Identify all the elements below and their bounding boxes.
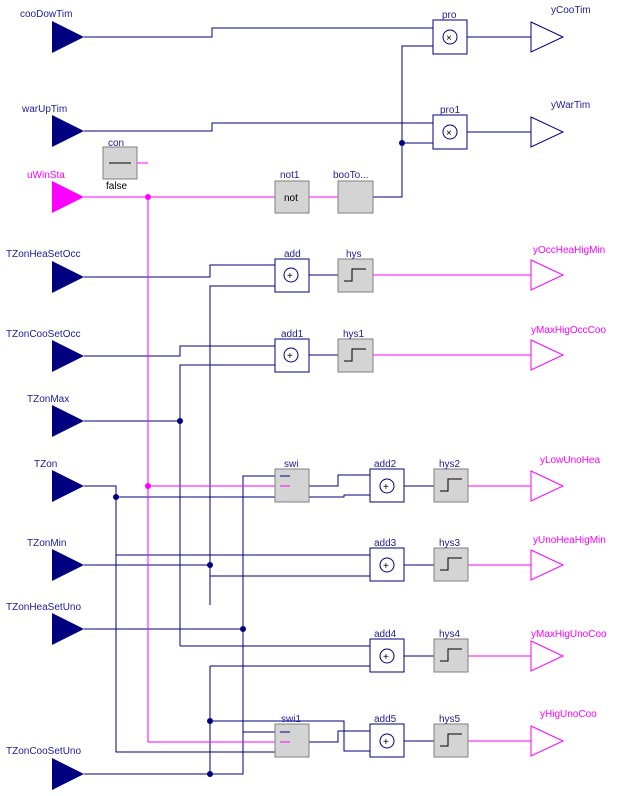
output-yOccHeaHigMin-label: yOccHeaHigMin xyxy=(533,245,605,256)
switch-block-swi1[interactable]: swi1 xyxy=(274,714,310,758)
input-uWinSta[interactable] xyxy=(52,181,84,213)
con-label: con xyxy=(108,138,124,149)
input-TZonHeaSetOcc-label: TZonHeaSetOcc xyxy=(6,249,80,260)
output-yCooTim-label: yCooTim xyxy=(551,5,591,16)
input-TZonMin[interactable] xyxy=(52,549,84,581)
svg-text:+: + xyxy=(383,737,389,748)
svg-text:×: × xyxy=(446,33,452,44)
hysteresis-block-hys1[interactable]: hys1 xyxy=(337,329,374,373)
add4-label: add4 xyxy=(374,629,397,640)
output-yMaxHigOccCoo-label: yMaxHigOccCoo xyxy=(531,325,606,336)
hys-label: hys xyxy=(346,249,362,260)
hysteresis-block-hys4[interactable]: hys4 xyxy=(433,629,469,673)
input-warUpTim-label: warUpTim xyxy=(21,104,67,115)
output-yMaxHigUnoCoo[interactable] xyxy=(530,640,565,672)
switch-block-swi[interactable]: swi xyxy=(274,459,310,503)
not1-text: not xyxy=(284,193,298,204)
add-block-add5[interactable]: + add5 xyxy=(369,714,405,758)
product-block-pro[interactable]: × pro xyxy=(432,10,468,55)
hys3-label: hys3 xyxy=(439,538,461,549)
hys1-label: hys1 xyxy=(343,329,365,340)
booTo-label: booTo... xyxy=(333,170,369,181)
hys4-label: hys4 xyxy=(439,629,461,640)
add3-label: add3 xyxy=(374,538,397,549)
add-block-add4[interactable]: + add4 xyxy=(369,629,405,673)
svg-text:+: + xyxy=(383,482,389,493)
add-block-add[interactable]: + add xyxy=(274,249,310,293)
svg-text:+: + xyxy=(287,351,293,362)
junction-dots xyxy=(113,140,405,777)
constant-block-con[interactable]: con false xyxy=(102,138,138,192)
svg-text:+: + xyxy=(383,561,389,572)
input-TZonCooSetUno[interactable] xyxy=(52,758,84,790)
hys5-label: hys5 xyxy=(439,714,461,725)
add1-label: add1 xyxy=(281,329,304,340)
input-TZonMin-label: TZonMin xyxy=(27,538,66,549)
output-yHigUnoCoo-label: yHigUnoCoo xyxy=(540,709,597,720)
input-cooDowTim[interactable] xyxy=(52,21,84,53)
add2-label: add2 xyxy=(374,459,397,470)
input-TZonHeaSetOcc[interactable] xyxy=(52,261,84,293)
product-block-pro1[interactable]: × pro1 xyxy=(432,105,468,150)
input-cooDowTim-label: cooDowTim xyxy=(20,9,72,20)
input-TZonCooSetUno-label: TZonCooSetUno xyxy=(6,746,81,757)
input-TZonMax[interactable] xyxy=(52,405,84,437)
pro-label: pro xyxy=(442,10,457,21)
input-TZonCooSetOcc[interactable] xyxy=(52,340,84,372)
output-yLowUnoHea-label: yLowUnoHea xyxy=(540,455,600,466)
hysteresis-block-hys3[interactable]: hys3 xyxy=(433,538,469,582)
output-yWarTim[interactable] xyxy=(530,116,565,148)
con-value: false xyxy=(106,181,128,192)
input-connectors: cooDowTim warUpTim uWinSta TZonHeaSetOcc… xyxy=(6,9,84,790)
output-yUnoHeaHigMin[interactable] xyxy=(530,549,565,581)
input-TZonHeaSetUno-label: TZonHeaSetUno xyxy=(6,602,81,613)
svg-text:+: + xyxy=(287,271,293,282)
output-yMaxHigOccCoo[interactable] xyxy=(530,339,565,371)
input-warUpTim[interactable] xyxy=(52,115,84,147)
boolean-to-real-block[interactable]: booTo... xyxy=(333,170,374,214)
hysteresis-block-hys2[interactable]: hys2 xyxy=(433,459,469,503)
output-yHigUnoCoo[interactable] xyxy=(530,725,565,757)
add-block-add2[interactable]: + add2 xyxy=(369,459,405,503)
output-yOccHeaHigMin[interactable] xyxy=(530,259,565,291)
add-block-add3[interactable]: + add3 xyxy=(369,538,405,582)
svg-text:×: × xyxy=(446,128,452,139)
not1-label: not1 xyxy=(280,170,300,181)
hysteresis-block-hys[interactable]: hys xyxy=(337,249,374,293)
output-yUnoHeaHigMin-label: yUnoHeaHigMin xyxy=(533,535,606,546)
input-TZonCooSetOcc-label: TZonCooSetOcc xyxy=(6,329,80,340)
input-TZon[interactable] xyxy=(52,470,84,502)
swi-label: swi xyxy=(284,459,298,470)
swi1-label: swi1 xyxy=(281,714,301,725)
input-TZonMax-label: TZonMax xyxy=(27,394,69,405)
output-yMaxHigUnoCoo-label: yMaxHigUnoCoo xyxy=(531,629,607,640)
hys2-label: hys2 xyxy=(439,459,461,470)
input-TZon-label: TZon xyxy=(34,459,57,470)
hysteresis-block-hys5[interactable]: hys5 xyxy=(433,714,469,758)
add-label: add xyxy=(284,249,301,260)
pro1-label: pro1 xyxy=(440,105,460,116)
input-TZonHeaSetUno[interactable] xyxy=(52,613,84,645)
svg-text:+: + xyxy=(383,652,389,663)
add-block-add1[interactable]: + add1 xyxy=(274,329,310,373)
output-yCooTim[interactable] xyxy=(530,21,565,53)
real-wires xyxy=(84,27,531,775)
not-block-not1[interactable]: not not1 xyxy=(274,170,310,214)
output-connectors: yCooTim yWarTim yOccHeaHigMin yMaxHigOcc… xyxy=(530,5,607,757)
add5-label: add5 xyxy=(374,714,397,725)
output-yWarTim-label: yWarTim xyxy=(551,100,590,111)
input-uWinSta-label: uWinSta xyxy=(27,170,65,181)
output-yLowUnoHea[interactable] xyxy=(530,470,565,502)
